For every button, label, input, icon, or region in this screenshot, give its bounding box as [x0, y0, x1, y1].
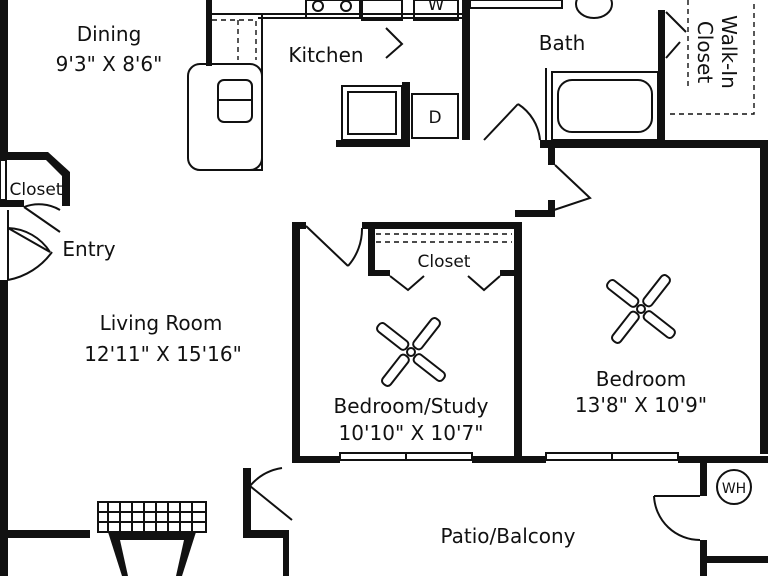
entry-name: Entry [62, 237, 115, 261]
living-room-size: 12'11" X 15'16" [84, 342, 242, 366]
bedroom-name: Bedroom [596, 367, 686, 391]
water-heater-label: WH [722, 481, 746, 497]
dryer-label: D [428, 108, 441, 128]
fireplace-icon [97, 501, 207, 576]
kitchen-fixtures: D W [187, 0, 462, 171]
room-labels: Dining 9'3" X 8'6" Kitchen Bath Walk-In … [10, 15, 741, 548]
ceiling-fan-icon [606, 274, 676, 344]
doors [7, 11, 701, 542]
ceiling-fan-icon [376, 317, 446, 387]
walk-in-closet-line2: Closet [693, 21, 717, 83]
bedroom-study-size: 10'10" X 10'7" [339, 421, 484, 445]
kitchen-name: Kitchen [288, 43, 363, 67]
living-room-name: Living Room [100, 311, 223, 335]
bath-fixtures [469, 0, 755, 141]
dining-name: Dining [77, 22, 142, 46]
study-closet-name: Closet [418, 252, 471, 272]
patio-name: Patio/Balcony [440, 524, 575, 548]
windows [0, 159, 768, 461]
bedroom-size: 13'8" X 10'9" [575, 393, 707, 417]
water-heater-icon: WH [716, 469, 752, 505]
bedroom-study-name: Bedroom/Study [334, 394, 489, 418]
entry-closet-name: Closet [10, 180, 63, 200]
washer-label: W [428, 0, 445, 15]
bath-name: Bath [539, 31, 586, 55]
walk-in-closet-line1: Walk-In [717, 15, 741, 89]
dining-size: 9'3" X 8'6" [56, 52, 163, 76]
